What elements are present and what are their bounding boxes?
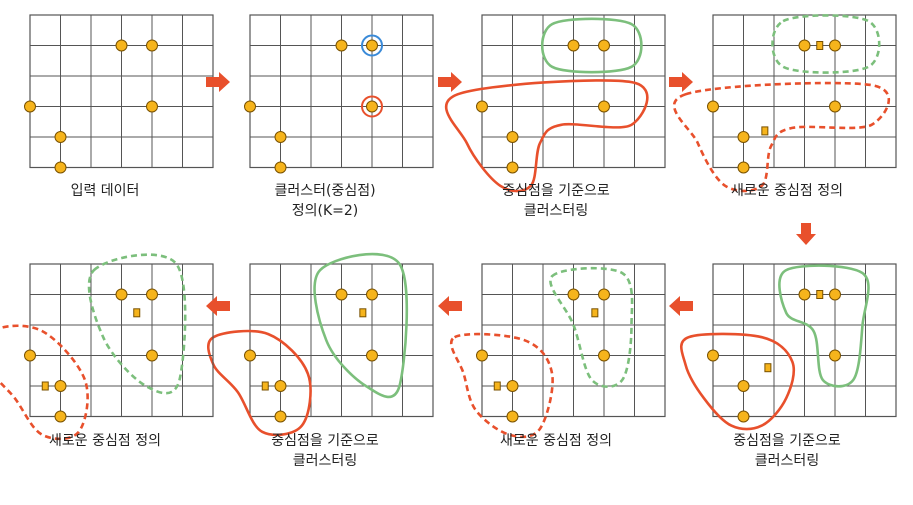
- data-point: [274, 410, 287, 423]
- data-point: [244, 349, 256, 362]
- data-point: [506, 410, 519, 423]
- arrow-down-icon: [796, 223, 816, 245]
- green-cluster-outline: [540, 17, 643, 74]
- caption-new-centers-2: 새로운 중심점 정의: [500, 433, 612, 449]
- red-cluster-outline: [680, 332, 796, 431]
- data-point: [506, 380, 519, 392]
- data-point: [115, 288, 128, 301]
- data-point: [798, 39, 811, 52]
- initial-center-ring: [361, 95, 383, 118]
- centroid-marker: [133, 308, 141, 318]
- panel-1: [24, 14, 214, 174]
- centroid-marker: [816, 41, 824, 50]
- data-point: [598, 39, 610, 52]
- data-point: [24, 349, 36, 362]
- data-point: [146, 349, 158, 362]
- data-point: [366, 100, 378, 113]
- data-point: [54, 410, 67, 423]
- data-point: [335, 39, 348, 52]
- green-cluster-outline: [771, 14, 881, 74]
- centroid-marker: [261, 381, 269, 391]
- data-point: [366, 349, 378, 362]
- panel-2: [244, 14, 434, 174]
- panel-8: [0, 253, 214, 441]
- arrow-right-icon: [669, 72, 693, 92]
- data-point: [506, 161, 519, 174]
- centroid-marker: [591, 308, 599, 318]
- caption-define-centers: 클러스터(중심점) 정의(K=2): [274, 183, 376, 219]
- data-point: [829, 349, 841, 362]
- arrow-left-icon: [206, 296, 230, 316]
- caption-clustering-2: 중심점을 기준으로 클러스터링: [733, 433, 841, 469]
- data-point: [146, 288, 158, 301]
- data-point: [737, 410, 750, 423]
- caption-clustering-3: 중심점을 기준으로 클러스터링: [271, 433, 379, 469]
- centroid-marker: [359, 308, 367, 318]
- caption-input-data: 입력 데이터: [70, 183, 140, 199]
- data-point: [115, 39, 128, 52]
- panel-5: [680, 263, 897, 431]
- centroid-marker: [816, 290, 824, 299]
- centroid-marker: [764, 363, 772, 373]
- data-point: [146, 100, 158, 113]
- green-cluster-outline: [778, 264, 870, 388]
- data-point: [54, 131, 67, 143]
- data-point: [54, 380, 67, 392]
- centroid-marker: [761, 126, 769, 136]
- data-point: [737, 161, 750, 174]
- arrow-right-icon: [438, 72, 462, 92]
- caption-clustering-1: 중심점을 기준으로 클러스터링: [502, 183, 610, 219]
- data-point: [737, 131, 750, 143]
- red-cluster-outline: [449, 332, 554, 439]
- panel-3: [444, 14, 666, 193]
- green-cluster-outline: [87, 253, 187, 395]
- data-point: [798, 288, 811, 301]
- data-point: [24, 100, 36, 113]
- data-point: [598, 288, 610, 301]
- data-point: [54, 161, 67, 174]
- data-point: [567, 39, 580, 52]
- data-point: [274, 131, 287, 143]
- data-point: [707, 100, 719, 113]
- data-point: [598, 100, 610, 113]
- data-point: [146, 39, 158, 52]
- centroid-marker: [41, 381, 49, 391]
- panel-6: [449, 263, 666, 439]
- data-point: [244, 100, 256, 113]
- data-point: [476, 100, 488, 113]
- data-point: [707, 349, 719, 362]
- data-point: [366, 288, 378, 301]
- initial-center-ring: [361, 34, 383, 57]
- data-point: [567, 288, 580, 301]
- caption-new-centers-3: 새로운 중심점 정의: [49, 433, 161, 449]
- panel-7: [207, 252, 434, 437]
- data-point: [737, 380, 750, 392]
- arrow-right-icon: [206, 72, 230, 92]
- data-point: [274, 380, 287, 392]
- data-point: [598, 349, 610, 362]
- red-cluster-outline: [672, 81, 890, 193]
- arrow-left-icon: [669, 296, 693, 316]
- data-point: [476, 349, 488, 362]
- panel-4: [672, 14, 897, 193]
- red-cluster-outline: [207, 329, 312, 437]
- data-point: [274, 161, 287, 174]
- caption-new-centers-1: 새로운 중심점 정의: [731, 183, 843, 199]
- data-point: [335, 288, 348, 301]
- data-point: [506, 131, 519, 143]
- red-cluster-outline: [0, 324, 89, 441]
- green-cluster-outline: [313, 252, 409, 399]
- data-point: [829, 100, 841, 113]
- data-point: [829, 39, 841, 52]
- data-point: [366, 39, 378, 52]
- green-cluster-outline: [549, 266, 634, 389]
- arrow-left-icon: [438, 296, 462, 316]
- data-point: [829, 288, 841, 301]
- red-cluster-outline: [444, 79, 649, 193]
- centroid-marker: [493, 381, 501, 391]
